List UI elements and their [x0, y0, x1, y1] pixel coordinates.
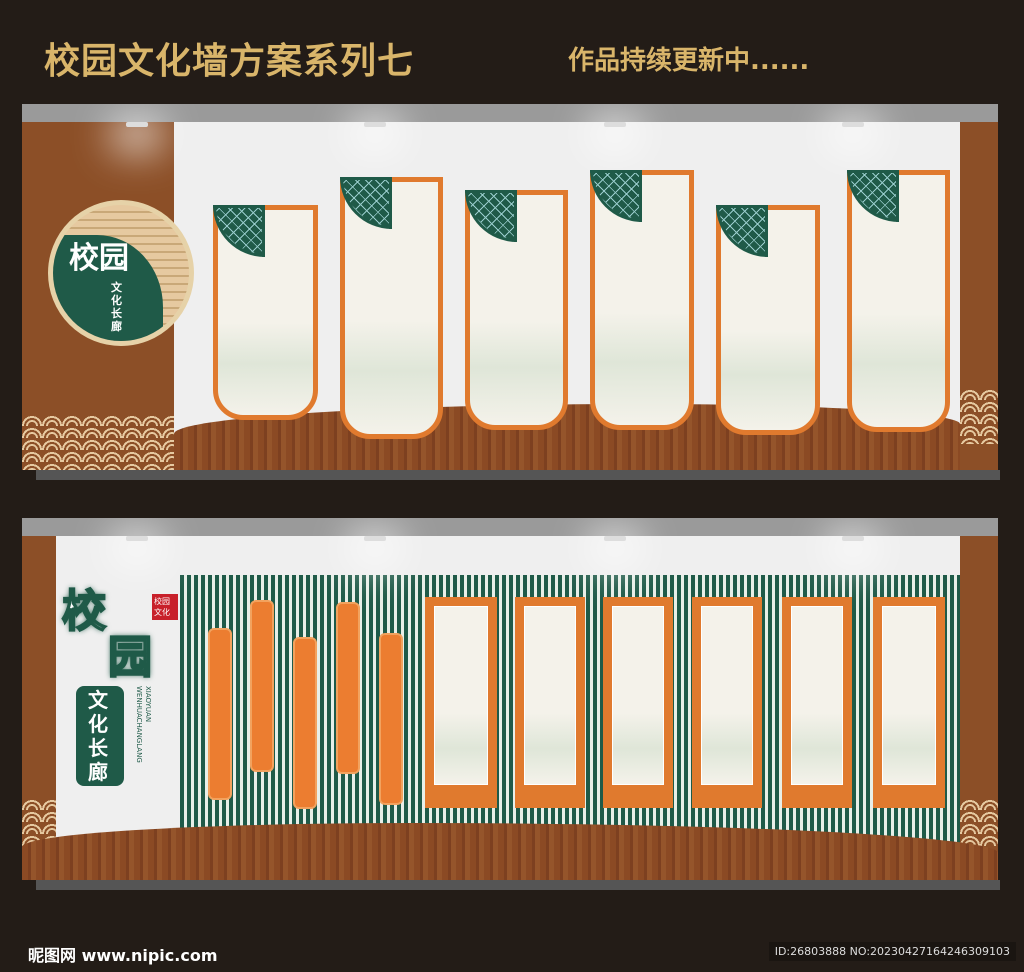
image-id: ID:26803888 NO:20230427164246309103 [768, 942, 1016, 961]
panel-shadow [36, 880, 1000, 890]
red-seal: 校园文化 [152, 594, 178, 620]
display-frame [590, 170, 694, 430]
logo-title: 校园 [69, 241, 129, 276]
page-title: 校园文化墙方案系列七 [44, 40, 415, 82]
display-frame [716, 205, 820, 435]
display-frame [425, 597, 497, 808]
spotlight [126, 536, 148, 541]
page-subtitle: 作品持续更新中...... [568, 46, 810, 76]
display-frame [692, 597, 762, 808]
logo-pinyin: XIAOYUAN WENHUACHANGLANG [135, 686, 152, 763]
spotlight [604, 122, 626, 127]
corridor-logo: 校 园 校园文化 文化长廊 XIAOYUAN WENHUACHANGLANG [61, 586, 180, 790]
wave-pattern [22, 414, 174, 470]
logo-subtitle: 文化长廊 [76, 686, 124, 786]
spotlight [842, 536, 864, 541]
text-scroll [379, 633, 403, 805]
text-scroll [208, 628, 232, 800]
text-scroll [250, 600, 274, 772]
spotlight [364, 536, 386, 541]
wall-design-1: 校园 文化长廊 [22, 104, 998, 470]
display-frame [873, 597, 945, 808]
logo-char-1: 校 [61, 586, 107, 637]
watermark: 昵图网 www.nipic.com [28, 946, 218, 965]
panel-shadow [36, 470, 1000, 480]
wood-floor [22, 823, 998, 880]
display-frame [515, 597, 585, 808]
display-frame [782, 597, 852, 808]
ceiling [22, 518, 998, 536]
spotlight [604, 536, 626, 541]
ceiling [22, 104, 998, 122]
wall-design-2: 校 园 校园文化 文化长廊 XIAOYUAN WENHUACHANGLANG [22, 518, 998, 880]
text-scroll [336, 602, 360, 774]
spotlight [842, 122, 864, 127]
wood-floor [174, 404, 960, 470]
logo-subtitle: 文化长廊 [111, 281, 122, 333]
display-frame [603, 597, 673, 808]
wave-pattern-right [960, 388, 998, 444]
text-scroll [293, 637, 317, 809]
logo-char-2: 园 [107, 632, 153, 683]
wave-pattern-right [960, 798, 998, 848]
round-logo: 校园 文化长廊 [48, 200, 194, 346]
spotlight [364, 122, 386, 127]
spotlight [126, 122, 148, 127]
